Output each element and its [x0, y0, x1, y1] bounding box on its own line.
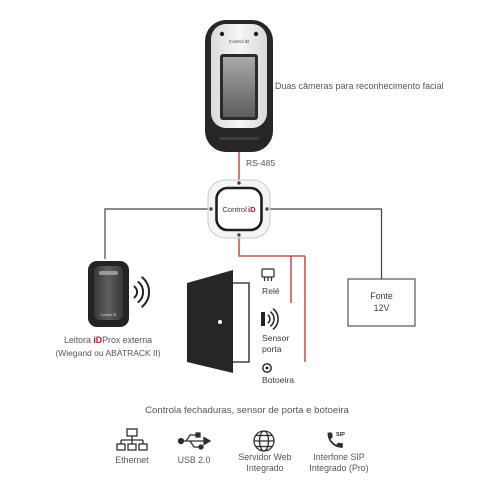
camera-lens-icon: [253, 31, 259, 37]
reader-caption-after: Prox externa: [102, 335, 152, 345]
usb-icon: [177, 432, 212, 450]
door-panel: [187, 270, 233, 373]
controller-port-left: [209, 207, 213, 211]
exit-button-label: Botoeira: [262, 375, 294, 385]
terminal-base: [219, 137, 259, 140]
power-supply-label-line2: 12V: [374, 303, 390, 313]
sensor-label-line1: Sensor: [262, 333, 289, 343]
feature-sip-label-line1: Interfone SIP: [313, 452, 364, 462]
ethernet-icon: [116, 428, 148, 451]
door-sensor-icon: [261, 308, 279, 330]
relay-label: Relé: [262, 286, 280, 296]
door-outputs-wiring: [238, 238, 306, 362]
reader-top-band: [99, 271, 118, 275]
reader-caption-accent: iD: [93, 335, 102, 345]
face-recognition-terminal: Control iD: [205, 20, 273, 152]
summary-text: Controla fechaduras, sensor de porta e b…: [145, 405, 349, 416]
power-cable: [270, 208, 383, 279]
reader-face: [94, 266, 123, 320]
controller-brand-main: Control: [222, 205, 247, 214]
feature-sip-label-line2: Integrado (Pro): [309, 463, 368, 473]
reader-cable: [104, 208, 208, 259]
feature-ethernet-label: Ethernet: [115, 455, 149, 465]
globe-icon: [253, 430, 275, 452]
wire-trunk: [238, 238, 305, 257]
proximity-reader: Control iD: [88, 261, 129, 327]
phone-sip-icon: SIP: [327, 432, 345, 448]
power-supply: Fonte 12V: [347, 278, 416, 327]
controller-port-right: [265, 207, 269, 211]
terminal-caption: Duas câmeras para reconhecimento facial: [275, 81, 444, 91]
controller-brand: ControliD: [222, 205, 256, 214]
reader-caption-before: Leitora: [64, 335, 93, 345]
camera-lens-icon: [219, 31, 225, 37]
terminal-brand: Control iD: [229, 39, 250, 44]
door-frame: [233, 282, 250, 363]
controller-face: [215, 186, 263, 232]
power-supply-label-line1: Fonte: [370, 291, 393, 301]
door-knob: [218, 320, 222, 324]
reader-subcaption: (Wiegand ou ABATRACK II): [55, 348, 160, 358]
exit-button-icon: [262, 363, 272, 373]
rs485-label: RS-485: [246, 158, 275, 168]
terminal-screen-display: [223, 57, 255, 117]
controller-port-top: [237, 181, 241, 185]
feature-web-label-line2: Integrado: [246, 463, 283, 473]
controller-port-bottom: [237, 233, 241, 237]
sensor-label-line2: porta: [262, 344, 282, 354]
sip-badge: SIP: [336, 432, 345, 438]
feature-web-label-line1: Servidor Web: [238, 452, 291, 462]
door-icon: [187, 270, 250, 373]
wireless-waves-icon: [133, 276, 151, 308]
reader-caption: Leitora iDProx externa: [64, 335, 152, 345]
feature-usb-label: USB 2.0: [178, 455, 211, 465]
access-controller: ControliD: [207, 179, 271, 239]
controller-brand-accent: iD: [248, 205, 256, 214]
reader-brand: Control iD: [101, 313, 117, 317]
power-supply-box: [347, 278, 416, 327]
relay-icon: [261, 268, 275, 281]
